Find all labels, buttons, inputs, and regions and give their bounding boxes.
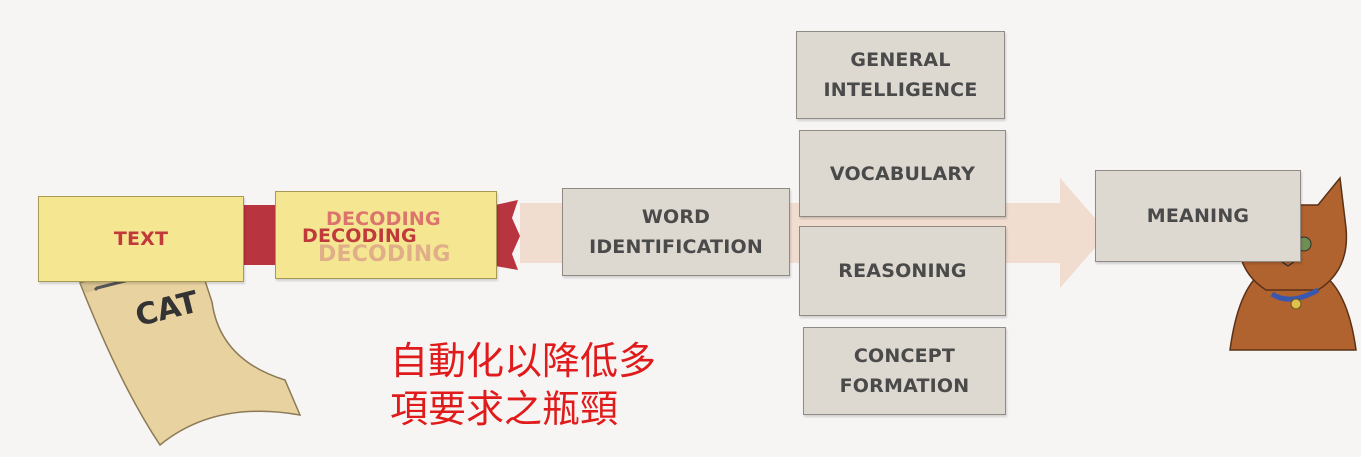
decoding-label-bottom: DECODING — [318, 242, 451, 267]
annotation-line1: 自動化以降低多 — [390, 339, 657, 383]
annotation-line2: 項要求之瓶頸 — [390, 387, 619, 431]
general-intelligence-box: GENERAL INTELLIGENCE — [796, 31, 1005, 119]
concept-formation-box: CONCEPT FORMATION — [803, 327, 1006, 415]
decoding-label-top: DECODING — [326, 208, 441, 230]
word-identification-line2: IDENTIFICATION — [589, 236, 763, 258]
text-box: TEXT — [38, 196, 244, 282]
decoding-label: DECODING — [302, 225, 417, 247]
vocabulary-label: VOCABULARY — [829, 162, 976, 185]
meaning-label: MEANING — [1146, 205, 1250, 227]
general-intelligence-line2: INTELLIGENCE — [823, 79, 978, 101]
meaning-box: MEANING — [1095, 170, 1301, 262]
word-identification-box: WORD IDENTIFICATION — [562, 188, 790, 276]
general-intelligence-line1: GENERAL — [850, 49, 951, 71]
concept-formation-line2: FORMATION — [839, 375, 970, 397]
vocabulary-box: VOCABULARY — [799, 130, 1006, 217]
word-identification-line1: WORD — [641, 206, 711, 228]
decoding-box: DECODING DECODING DECODING — [275, 191, 497, 279]
reasoning-box: REASONING — [799, 226, 1006, 316]
text-box-label: TEXT — [113, 228, 169, 250]
concept-formation-line1: CONCEPT — [853, 345, 956, 367]
reasoning-label: REASONING — [838, 260, 967, 282]
